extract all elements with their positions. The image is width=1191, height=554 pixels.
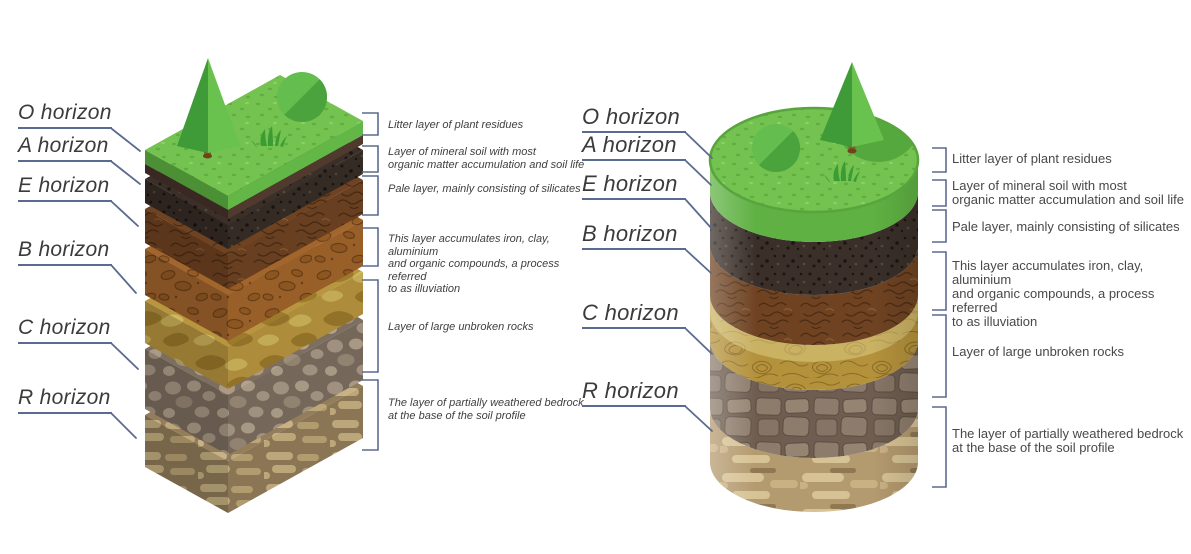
pyramid-tree-icon [177, 58, 240, 159]
pyramid-tree-icon [820, 62, 884, 154]
connector-line [685, 199, 713, 230]
left-label-c-horizon: C horizon [18, 317, 112, 344]
right-desc-b-horizon: This layer accumulates iron, clay, alumi… [952, 258, 1155, 329]
cylinder-sheen [710, 108, 918, 512]
right-desc-o-horizon: Litter layer of plant residues [952, 151, 1112, 166]
left-label-r-horizon: R horizon [18, 387, 112, 414]
layer-bracket [362, 379, 379, 451]
layer-bracket [932, 251, 947, 311]
left-label-a-horizon: A horizon [18, 135, 112, 162]
right-label-e-horizon: E horizon [582, 172, 686, 200]
grass-tuft-icon [251, 126, 287, 148]
layer-bracket [362, 227, 379, 267]
layer-bracket [932, 314, 947, 398]
left-desc-r-horizon: The layer of partially weathered bedrock… [388, 397, 584, 422]
right-label-b-horizon: B horizon [582, 222, 686, 250]
grass-tuft-icon [824, 161, 860, 183]
right-desc-c-horizon: Layer of large unbroken rocks [952, 344, 1124, 359]
layer-bracket [932, 147, 947, 173]
layer-bracket [932, 179, 947, 207]
connector-line [111, 413, 137, 439]
connector-line [111, 343, 139, 370]
right-label-c-horizon: C horizon [582, 301, 686, 329]
layer-bracket [362, 112, 379, 136]
left-label-o-horizon: O horizon [18, 102, 112, 129]
left-soil-block [145, 58, 363, 513]
left-desc-c-horizon: Layer of large unbroken rocks [388, 321, 534, 333]
layer-bracket [932, 209, 947, 243]
layer-bracket [932, 406, 947, 488]
left-connector-lines [111, 128, 141, 439]
layer-bracket [362, 175, 379, 216]
left-desc-o-horizon: Litter layer of plant residues [388, 119, 524, 131]
left-layer-brackets [362, 112, 379, 451]
left-desc-b-horizon: This layer accumulates iron, clay, alumi… [388, 233, 560, 295]
right-layer-brackets [932, 147, 947, 488]
right-desc-a-horizon: Layer of mineral soil with most organic … [952, 178, 1184, 207]
connector-line [685, 328, 712, 354]
connector-line [685, 132, 713, 159]
connector-line [111, 128, 141, 152]
left-desc-a-horizon: Layer of mineral soil with most organic … [388, 146, 585, 171]
right-soil-cylinder [708, 62, 920, 512]
connector-line [685, 406, 713, 432]
layer-bracket [362, 145, 379, 173]
left-desc-e-horizon: Pale layer, mainly consisting of silicat… [388, 183, 581, 195]
connector-line [111, 161, 141, 185]
connector-line [685, 249, 712, 274]
right-label-o-horizon: O horizon [582, 105, 686, 133]
connector-line [111, 265, 137, 294]
bush-icon [277, 72, 328, 123]
layer-bracket [362, 279, 379, 373]
connector-line [685, 160, 712, 186]
right-connector-lines [685, 132, 713, 432]
connector-line [111, 201, 139, 227]
left-label-b-horizon: B horizon [18, 239, 112, 266]
right-desc-r-horizon: The layer of partially weathered bedrock… [952, 426, 1184, 455]
right-label-r-horizon: R horizon [582, 379, 686, 407]
bush-icon [752, 124, 801, 173]
right-label-a-horizon: A horizon [582, 133, 686, 161]
left-label-e-horizon: E horizon [18, 175, 112, 202]
right-desc-e-horizon: Pale layer, mainly consisting of silicat… [952, 219, 1180, 234]
